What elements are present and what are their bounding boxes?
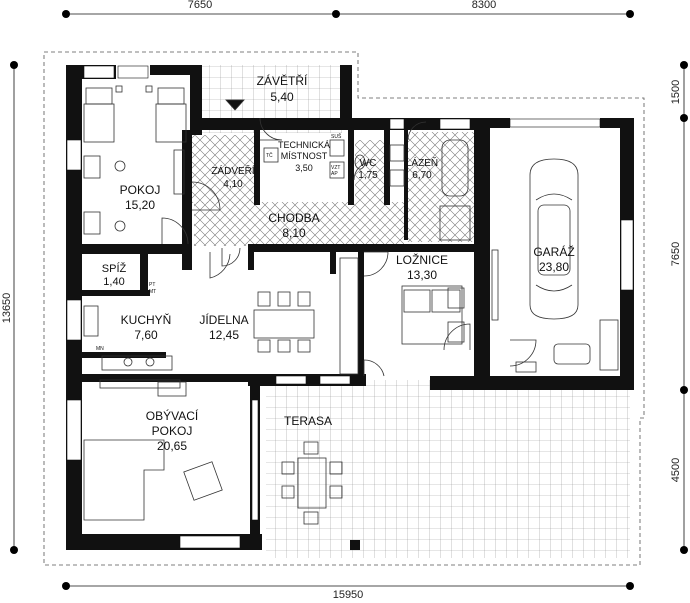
- room-area-wc: 1,75: [358, 170, 378, 181]
- room-area-jidelna: 12,45: [209, 328, 239, 342]
- bed-left: [83, 103, 115, 143]
- dim-bottom: 15950: [333, 589, 364, 601]
- bathtub: [441, 139, 469, 197]
- dim-right-bottom: 4500: [670, 458, 682, 482]
- room-name-zaveteri: ZÁVĚTŘÍ: [257, 73, 308, 88]
- label-tc: TČ: [266, 152, 273, 159]
- car: [529, 158, 579, 320]
- room-name-zadveri: ZÁDVEŘÍ: [211, 164, 255, 177]
- room-name-terasa: TERASA: [284, 414, 332, 428]
- dimension-dots: [10, 10, 688, 590]
- room-labels: ZÁVĚTŘÍ 5,40 POKOJ 15,20 ZÁDVEŘÍ 4,10 TE…: [102, 73, 575, 453]
- armchair: [183, 461, 223, 501]
- tile-terasa: [266, 380, 630, 558]
- room-area-kuchyn: 7,60: [134, 328, 158, 342]
- bed-right: [155, 103, 187, 143]
- dim-top-right: 8300: [472, 0, 496, 11]
- tiled-floors: [190, 65, 630, 558]
- label-vzt: VZT: [331, 165, 340, 171]
- sofa: [83, 439, 165, 521]
- room-name-technicka-1: TECHNICKÁ: [278, 140, 330, 150]
- tile-zadveri: [190, 135, 254, 203]
- room-name-technicka-2: MÍSTNOST: [281, 151, 328, 161]
- room-area-zadveri: 4,10: [223, 179, 243, 190]
- room-name-obyvaci-1: OBÝVACÍ: [146, 408, 199, 423]
- room-area-loznice: 13,30: [407, 268, 437, 282]
- room-name-wc: WC: [360, 158, 377, 169]
- label-ap: AP: [331, 171, 338, 177]
- tile-wc: [355, 140, 385, 202]
- room-name-spiz: SPÍŽ: [102, 262, 127, 275]
- room-area-technicka: 3,50: [295, 163, 313, 173]
- room-name-garaz: GARÁŽ: [533, 244, 574, 259]
- doors: [161, 117, 537, 377]
- room-area-pokoj: 15,20: [125, 198, 155, 212]
- terrace-table: [297, 457, 327, 509]
- room-name-jidelna: JÍDELNA: [199, 312, 248, 327]
- room-name-lazen: LÁZEŇ: [406, 156, 438, 169]
- roof-outline: [43, 51, 645, 566]
- label-pt: PT: [149, 282, 155, 288]
- room-area-chodba: 8,10: [282, 226, 306, 240]
- room-name-kuchyn: KUCHYŇ: [121, 312, 172, 327]
- room-name-pokoj: POKOJ: [120, 183, 161, 197]
- dim-right-middle: 7650: [670, 242, 682, 266]
- dim-top-left: 7650: [188, 0, 212, 11]
- label-mn: MN: [96, 346, 104, 352]
- dim-left: 13650: [1, 293, 13, 324]
- room-name-loznice: LOŽNICE: [396, 252, 448, 267]
- dimension-lines: [13, 13, 685, 587]
- equipment-labels: SUŠ VZT AP TČ PT MT MN: [96, 133, 342, 352]
- dining-table: [253, 309, 315, 339]
- room-area-obyvaci: 20,65: [157, 439, 187, 453]
- room-area-spiz: 1,40: [103, 276, 124, 288]
- room-area-zaveteri: 5,40: [270, 90, 294, 104]
- furniture: [83, 85, 619, 525]
- label-sus: SUŠ: [331, 133, 342, 140]
- label-mt: MT: [149, 289, 156, 295]
- room-area-lazen: 6,70: [412, 170, 432, 181]
- room-area-garaz: 23,80: [539, 260, 569, 274]
- double-bed: [401, 285, 463, 345]
- tile-chodba: [194, 202, 404, 246]
- room-name-obyvaci-2: POKOJ: [152, 424, 193, 438]
- room-name-chodba: CHODBA: [268, 211, 319, 225]
- windows: [66, 65, 634, 549]
- dim-right-top: 1500: [670, 80, 682, 104]
